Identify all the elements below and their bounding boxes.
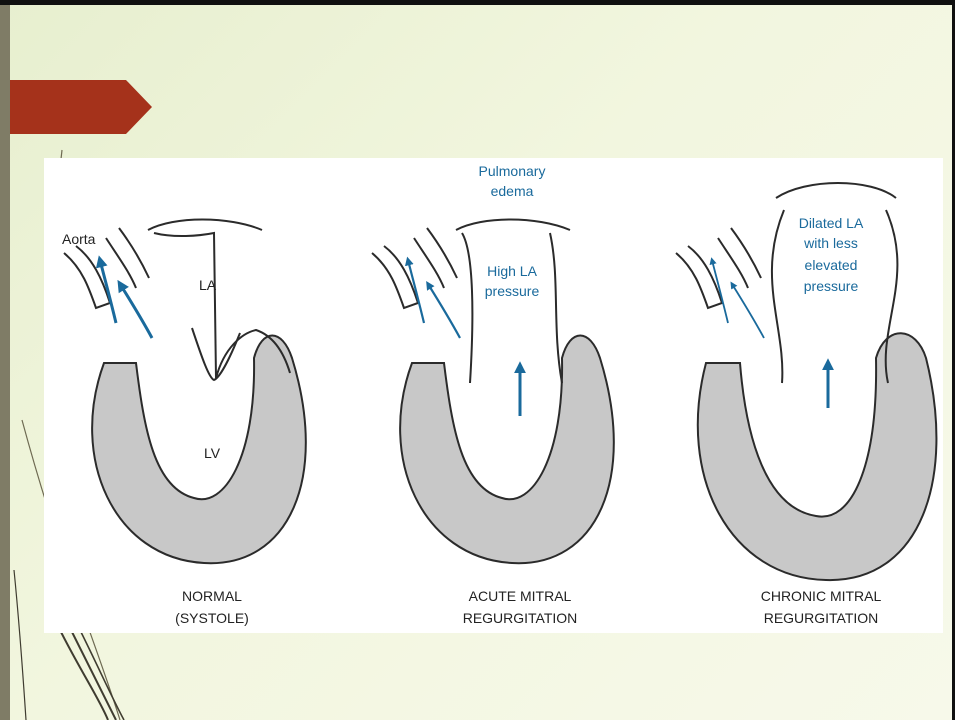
panel-normal: Aorta LA LV NORMAL (SYSTOLE) bbox=[62, 220, 306, 627]
left-ventricle-wall bbox=[400, 336, 614, 564]
panel-chronic: Dilated LA with less elevated pressure C… bbox=[676, 183, 936, 626]
aorta-label: Aorta bbox=[62, 231, 96, 247]
left-ventricle-wall bbox=[698, 333, 937, 580]
aorta-vessel bbox=[676, 228, 761, 308]
title-arrow-shape bbox=[10, 80, 152, 134]
acute-caption-line1: ACUTE MITRAL bbox=[469, 588, 572, 604]
left-atrium-outline bbox=[462, 233, 562, 383]
acute-aortic-flow-arrow-inner bbox=[428, 284, 460, 338]
acute-aortic-flow-arrow-outer bbox=[408, 260, 424, 323]
slide-left-bar bbox=[0, 0, 10, 720]
acute-caption-line2: REGURGITATION bbox=[463, 610, 578, 626]
chronic-la-line3: elevated bbox=[805, 257, 858, 273]
chronic-la-line1: Dilated LA bbox=[799, 215, 864, 231]
acute-la-line1: High LA bbox=[487, 263, 537, 279]
panel-acute: Pulmonary edema High LA pressure ACUTE M… bbox=[372, 163, 614, 626]
acute-top-line1: Pulmonary bbox=[479, 163, 546, 179]
slide-top-border bbox=[0, 0, 955, 5]
left-ventricle-wall bbox=[92, 336, 306, 564]
chronic-aortic-flow-arrow-inner bbox=[732, 284, 764, 338]
normal-caption-line1: NORMAL bbox=[182, 588, 242, 604]
normal-flow-arrow-inner bbox=[120, 284, 152, 338]
lv-label: LV bbox=[204, 445, 221, 461]
acute-top-line2: edema bbox=[491, 183, 534, 199]
atrial-roof bbox=[456, 220, 570, 231]
chronic-caption-line2: REGURGITATION bbox=[764, 610, 879, 626]
acute-la-line2: pressure bbox=[485, 283, 540, 299]
aorta-vessel bbox=[372, 228, 457, 308]
atrial-roof bbox=[148, 220, 262, 231]
chronic-la-line2: with less bbox=[803, 235, 858, 251]
normal-flow-arrow-outer bbox=[100, 260, 116, 323]
la-label: LA bbox=[199, 277, 217, 293]
chronic-la-line4: pressure bbox=[804, 278, 859, 294]
chronic-caption-line1: CHRONIC MITRAL bbox=[761, 588, 882, 604]
mitral-regurgitation-figure: Aorta LA LV NORMAL (SYSTOLE) Pulmonary e… bbox=[44, 158, 943, 633]
normal-caption-line2: (SYSTOLE) bbox=[175, 610, 249, 626]
chronic-aortic-flow-arrow-outer bbox=[712, 260, 728, 323]
atrial-roof bbox=[776, 183, 896, 198]
